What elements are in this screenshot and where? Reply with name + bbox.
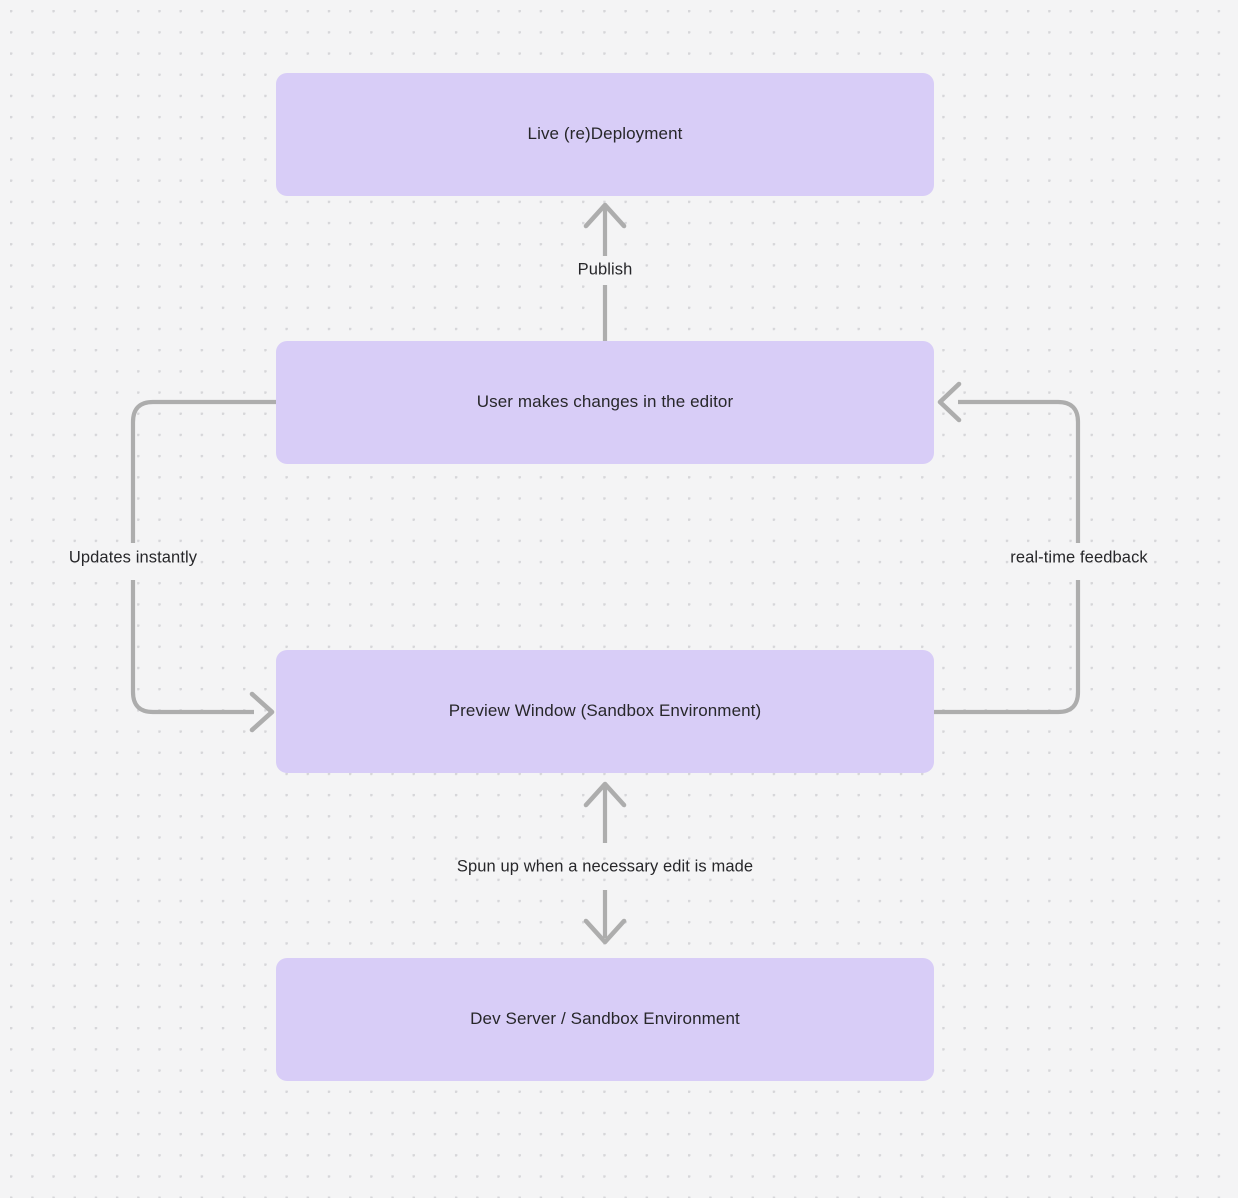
edge-label-real-time-feedback: real-time feedback <box>1010 548 1148 567</box>
node-user-makes-changes-label: User makes changes in the editor <box>476 392 734 412</box>
node-user-makes-changes[interactable]: User makes changes in the editor <box>276 341 934 464</box>
edge-label-publish: Publish <box>577 260 633 279</box>
node-preview-window-label: Preview Window (Sandbox Environment) <box>448 701 762 721</box>
node-live-deployment-label: Live (re)Deployment <box>527 124 683 144</box>
node-live-deployment[interactable]: Live (re)Deployment <box>276 73 934 196</box>
node-dev-server[interactable]: Dev Server / Sandbox Environment <box>276 958 934 1081</box>
node-preview-window[interactable]: Preview Window (Sandbox Environment) <box>276 650 934 773</box>
edge-label-spun-up: Spun up when a necessary edit is made <box>456 857 754 876</box>
edge-label-updates-instantly: Updates instantly <box>68 548 198 567</box>
node-dev-server-label: Dev Server / Sandbox Environment <box>470 1009 740 1029</box>
